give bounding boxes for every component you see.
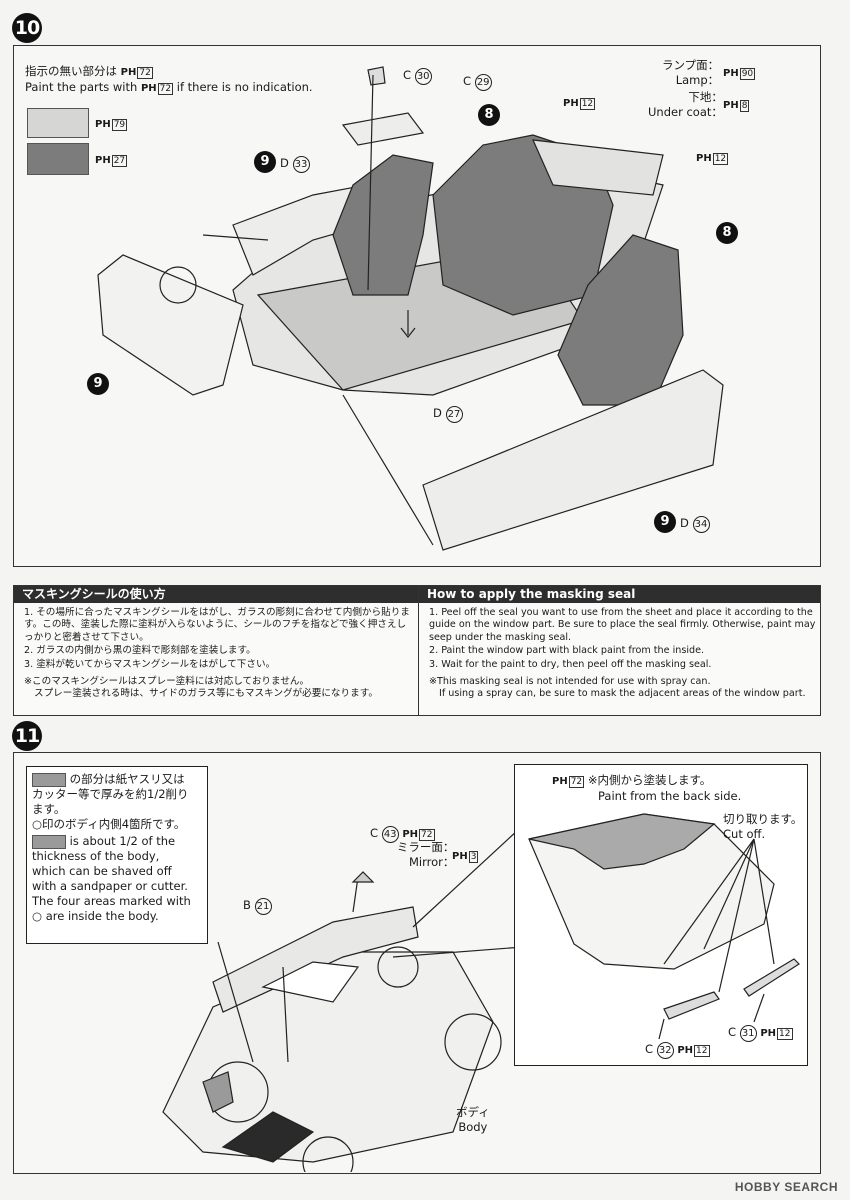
part-d27-label: D 27	[433, 406, 463, 423]
hobby-search-watermark: HOBBY SEARCH	[734, 1180, 838, 1194]
masking-jp-column: マスキングシールの使い方 1. その場所に合ったマスキングシールをはがし、ガラス…	[14, 586, 419, 715]
masking-en-item: 3. Wait for the paint to dry, then peel …	[429, 658, 712, 670]
masking-en-column: How to apply the masking seal 1. Peel of…	[419, 586, 820, 715]
inset-paint-en: Paint from the back side.	[598, 789, 742, 803]
shave-callout-text: の部分は紙ヤスリ又は カッター等で厚みを約1/2削り ます。 ○印のボディ内側4…	[32, 772, 191, 923]
note-en-pre: Paint the parts with	[25, 80, 138, 94]
masking-jp-title: マスキングシールの使い方	[14, 586, 418, 603]
part-d34-label: D 34	[680, 516, 710, 533]
undercoat-label: 下地： Under coat：	[648, 90, 723, 119]
part-c29-label: C 29	[463, 74, 492, 91]
badge-8-front-seat: 8	[478, 104, 500, 126]
body-label: ボディ Body	[456, 1105, 490, 1134]
masking-en-title: How to apply the masking seal	[419, 586, 820, 603]
note-jp: 指示の無い部分は	[25, 64, 117, 78]
part-b21-label: B 21	[243, 898, 272, 915]
shave-swatch	[32, 772, 66, 787]
part-c30-label: C 30	[403, 68, 432, 85]
masking-seal-panel: マスキングシールの使い方 1. その場所に合ったマスキングシールをはがし、ガラス…	[13, 585, 821, 716]
note-en-post: if there is no indication.	[176, 80, 313, 94]
masking-en-note: ※This masking seal is not intended for u…	[429, 676, 806, 700]
step-11-body-illustration	[162, 829, 524, 1172]
badge-8-right-seat: 8	[716, 222, 738, 244]
masking-en-item: 2. Paint the window part with black pain…	[429, 645, 705, 657]
masking-jp-item: 3. 塗料が乾いてからマスキングシールをはがして下さい。	[24, 658, 276, 670]
step-10-number: 10	[12, 13, 42, 43]
masking-en-list: 1. Peel off the seal you want to use fro…	[419, 603, 820, 671]
swatch-dark	[27, 143, 89, 175]
lamp-paint-label: ランプ面： Lamp：	[662, 58, 720, 87]
masking-jp-item: 1. その場所に合ったマスキングシールをはがし、ガラスの彫刻に合わせて内側から貼…	[24, 607, 410, 643]
swatch-light	[27, 108, 89, 138]
cutoff-label: 切り取ります。 Cut off.	[723, 812, 803, 841]
masking-jp-note: ※このマスキングシールはスプレー塗料には対応しておりません。 スプレー塗装される…	[24, 676, 378, 700]
badge-9-left-door: 9	[254, 151, 276, 173]
rear-window-illustration	[528, 813, 800, 1040]
mirror-label: ミラー面： Mirror：	[396, 840, 455, 869]
step-10-interior-illustration	[97, 66, 724, 551]
masking-jp-list: 1. その場所に合ったマスキングシールをはがし、ガラスの彫刻に合わせて内側から貼…	[14, 603, 418, 671]
shave-callout	[26, 766, 208, 944]
badge-9-dashboard: 9	[87, 373, 109, 395]
part-d33-label: D 33	[280, 156, 310, 173]
step-11-number: 11	[12, 721, 42, 751]
masking-jp-item: 2. ガラスの内側から黒の塗料で彫刻部を塗装します。	[24, 645, 256, 657]
badge-9-right-door: 9	[654, 511, 676, 533]
masking-en-item: 1. Peel off the seal you want to use fro…	[429, 607, 816, 643]
